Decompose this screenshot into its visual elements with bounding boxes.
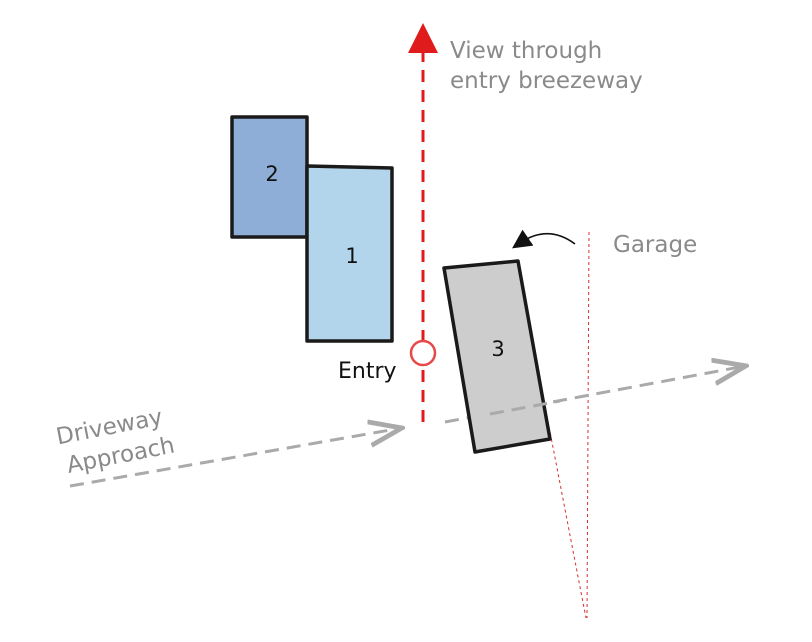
- block-1-label: 1: [345, 244, 358, 268]
- garage-axis-overlay: [489, 399, 561, 416]
- garage-sightline-vertical: [586, 231, 590, 619]
- view-label-line1: View through: [450, 38, 602, 64]
- view-label-line2: entry breezeway: [450, 68, 643, 94]
- entry-marker: [409, 339, 437, 367]
- block-3: [442, 259, 552, 454]
- driveway-approach-arrow: [69, 429, 396, 488]
- block-2-label: 2: [265, 162, 278, 186]
- garage-label: Garage: [613, 232, 697, 258]
- block-1: [305, 164, 394, 343]
- driveway-label: Driveway Approach: [54, 404, 177, 479]
- garage-sightline-diagonal: [539, 379, 587, 619]
- rotation-arrow-icon: [512, 229, 576, 249]
- block-3-label: 3: [491, 337, 504, 361]
- entry-label: Entry: [338, 359, 397, 384]
